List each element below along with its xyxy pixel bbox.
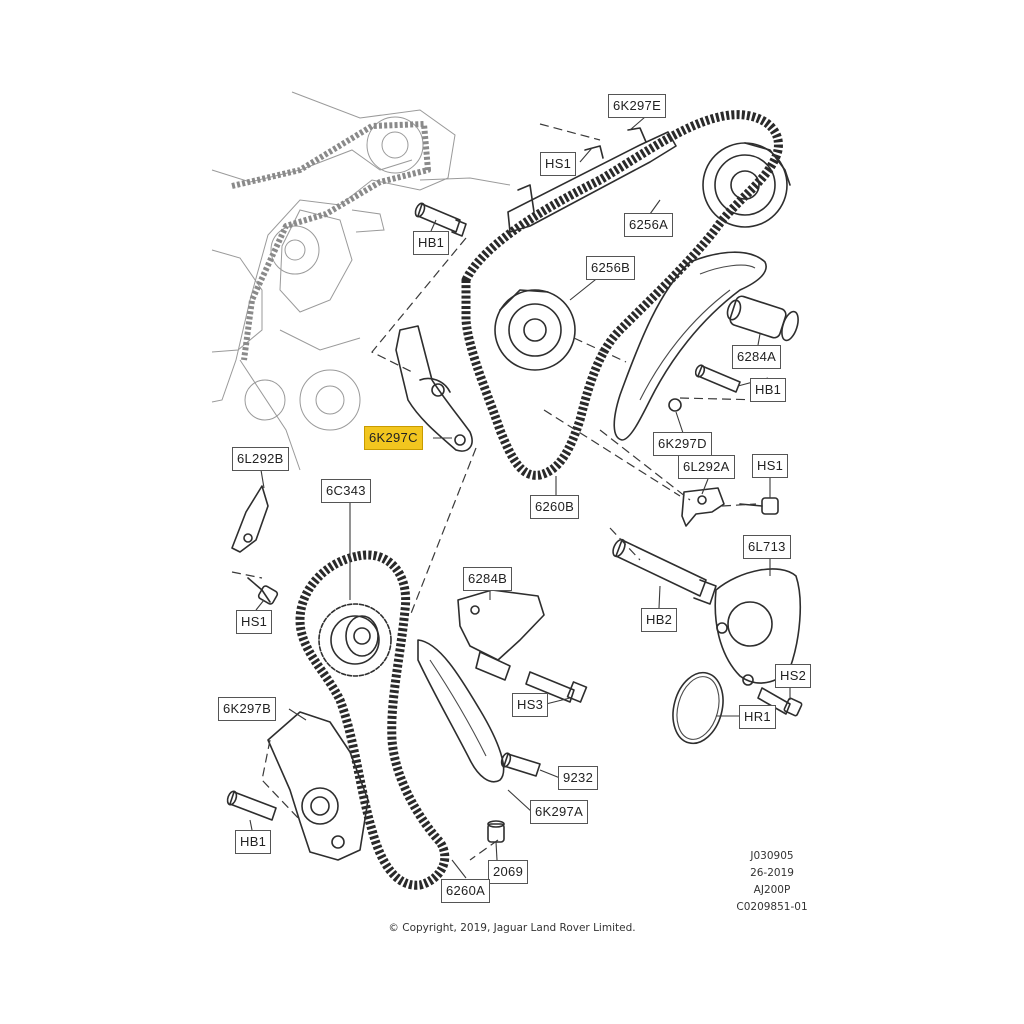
callout-HR1[interactable]: HR1 [739, 705, 776, 729]
callout-HS1-left[interactable]: HS1 [236, 610, 273, 634]
crankshaft-sprocket-6C343 [318, 603, 392, 677]
seal-ring-HR1 [672, 671, 724, 745]
camshaft-sprocket-6256A [702, 142, 791, 228]
lower-timing-chain-6260A [295, 550, 450, 890]
callout-6260A[interactable]: 6260A [441, 879, 491, 903]
callout-6256A[interactable]: 6256A [624, 213, 674, 237]
callout-HB2[interactable]: HB2 [641, 608, 678, 632]
callout-6L292B[interactable]: 6L292B [232, 447, 289, 471]
chain-guide-6K297E [507, 127, 677, 233]
tensioner-6284B [457, 589, 545, 681]
bolt-HB1-right [694, 364, 741, 393]
reference-line-2: 26-2019 [750, 867, 794, 879]
callout-9232[interactable]: 9232 [558, 766, 599, 790]
callout-HS1-right[interactable]: HS1 [752, 454, 789, 478]
bracket-6L292B [231, 485, 269, 553]
chain-guide-6K297B [267, 711, 369, 861]
leader-lines [249, 116, 791, 879]
bracket-6L292A [681, 487, 725, 527]
chain-guide-6K297C [395, 325, 473, 452]
callout-HS2[interactable]: HS2 [775, 664, 812, 688]
callout-6284A[interactable]: 6284A [732, 345, 782, 369]
bolt-HS2 [757, 687, 803, 717]
callout-HB1-bottom[interactable]: HB1 [235, 830, 272, 854]
callout-6K297B[interactable]: 6K297B [218, 697, 277, 721]
camshaft-sprocket-6256B [494, 289, 576, 371]
callout-6K297C[interactable]: 6K297C [364, 426, 423, 450]
reference-line-4: C0209851-01 [736, 901, 808, 913]
callout-HB1-top[interactable]: HB1 [413, 231, 450, 255]
callout-6K297E[interactable]: 6K297E [608, 94, 667, 118]
engine-block-sketch [211, 91, 511, 471]
callout-HB1-right[interactable]: HB1 [750, 378, 787, 402]
tensioner-6284A [726, 295, 799, 342]
bolt-HS1-left [247, 577, 279, 605]
pin-9232 [500, 752, 541, 777]
callout-HS1-top[interactable]: HS1 [540, 152, 577, 176]
bolt-HB1-bottom [226, 790, 277, 821]
callout-6260B[interactable]: 6260B [530, 495, 580, 519]
bolt-HS1-right [739, 497, 779, 515]
callout-2069[interactable]: 2069 [488, 860, 529, 884]
callout-6L292A[interactable]: 6L292A [678, 455, 735, 479]
callout-6L713[interactable]: 6L713 [743, 535, 791, 559]
callout-6K297D[interactable]: 6K297D [653, 432, 712, 456]
bolt-HS3 [525, 671, 588, 703]
sleeve-2069 [487, 820, 505, 843]
reference-line-1: J030905 [750, 850, 794, 862]
upper-timing-chain [461, 110, 783, 480]
callout-6C343[interactable]: 6C343 [321, 479, 371, 503]
chain-guide-6K297A [417, 639, 505, 783]
callout-6284B[interactable]: 6284B [463, 567, 513, 591]
reference-line-3: AJ200P [753, 884, 791, 896]
callout-HS3[interactable]: HS3 [512, 693, 549, 717]
copyright-notice: © Copyright, 2019, Jaguar Land Rover Lim… [388, 922, 636, 934]
bolt-HB1-top [414, 202, 467, 237]
bolt-HB2 [612, 538, 717, 605]
chain-tensioner-arm-6K297D [613, 251, 767, 441]
reference-block: J030905 26-2019 AJ200P C0209851-01 [722, 848, 822, 916]
assembly-lines [231, 123, 765, 861]
callout-6256B[interactable]: 6256B [586, 256, 636, 280]
callout-6K297A[interactable]: 6K297A [530, 800, 589, 824]
